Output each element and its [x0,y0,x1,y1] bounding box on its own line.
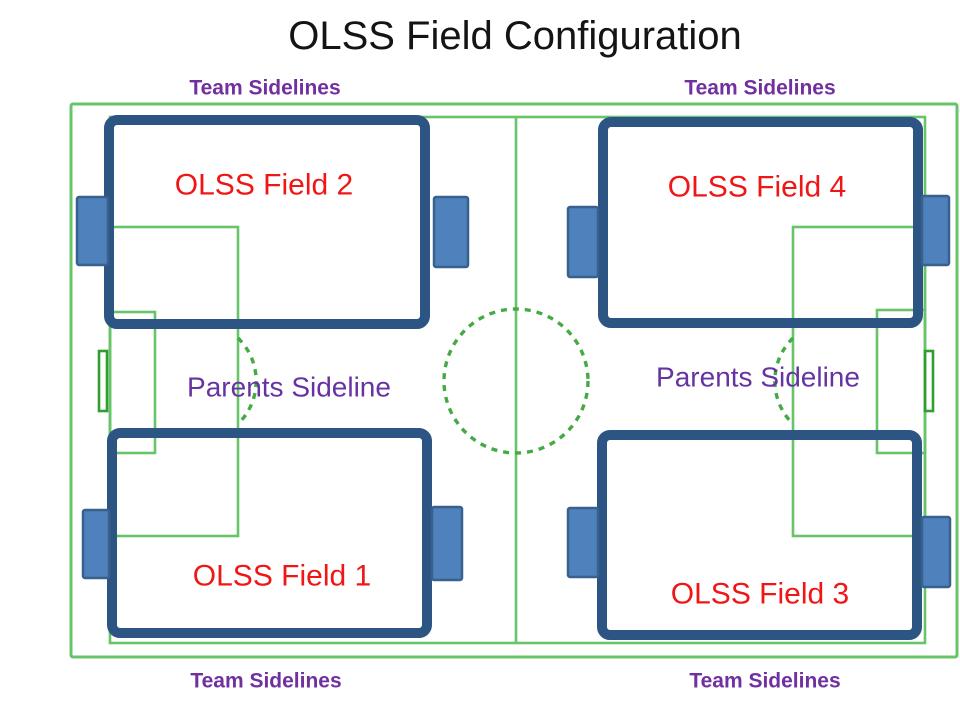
team-sidelines-label-top-left: Team Sidelines [189,76,341,100]
parents-sideline-label-left: Parents Sideline [187,371,391,403]
field-2-right-goal [432,195,470,269]
field-2-left-goal [75,195,110,267]
team-sidelines-label-bottom-right: Team Sidelines [689,669,841,693]
pitch-right-goal [923,349,935,413]
field-3-left-goal [566,506,600,579]
pitch-left-goal [97,349,109,413]
field-4-left-goal [566,205,600,279]
field-4-label: OLSS Field 4 [667,170,847,204]
team-sidelines-label-top-right: Team Sidelines [684,76,836,100]
pitch-markings [69,102,959,659]
field-1-label: OLSS Field 1 [192,559,372,593]
field-3-rect [597,430,922,640]
field-1-rect [107,428,432,638]
pitch-left-goal-box [108,310,157,455]
pitch-right-penalty-arc [773,336,795,426]
page-title: OLSS Field Configuration [288,14,742,58]
field-1-left-goal [81,508,111,580]
pitch-center-circle [442,307,590,455]
field-1-right-goal [430,505,464,582]
field-2-label: OLSS Field 2 [174,168,354,202]
sub-field-goals [75,194,952,589]
field-2-rect [104,115,430,329]
pitch-left-penalty-arc [236,336,258,426]
field-3-label: OLSS Field 3 [670,577,850,611]
pitch-outer-border [69,102,959,659]
team-sidelines-label-bottom-left: Team Sidelines [190,669,342,693]
field-3-right-goal [920,515,952,589]
field-4-rect [598,117,923,328]
field-4-right-goal [920,194,951,267]
parents-sideline-label-right: Parents Sideline [656,361,860,393]
